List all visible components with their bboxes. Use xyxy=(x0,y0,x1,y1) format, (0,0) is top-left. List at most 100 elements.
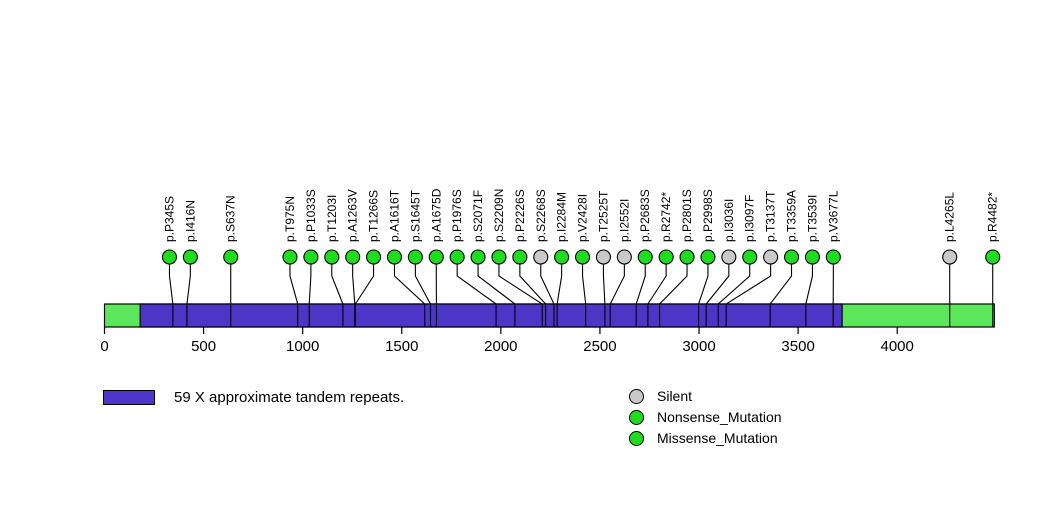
mutation-label: p.T2525T xyxy=(596,190,610,242)
lollipop-stem xyxy=(331,263,344,327)
axis-tick-label: 3000 xyxy=(682,338,715,355)
mutation-label: p.S1645T xyxy=(408,189,422,242)
lollipop-stem xyxy=(186,263,191,327)
mutation-label: p.S2071F xyxy=(471,190,485,242)
mutation-label: p.T1266S xyxy=(367,190,381,242)
domain-legend-swatch xyxy=(103,390,155,405)
mutation-point xyxy=(428,249,444,265)
lollipop-stem xyxy=(647,263,667,327)
mutation-point xyxy=(533,249,549,265)
mutation-label: p.R2742* xyxy=(659,192,673,242)
mutation-point xyxy=(763,249,779,265)
mutation-point xyxy=(366,249,382,265)
lollipop-stem xyxy=(168,263,174,327)
lollipop-stem xyxy=(698,263,709,327)
legend-item-missense: Missense_Mutation xyxy=(629,430,782,446)
lollipop-stem xyxy=(705,263,730,327)
legend-item-label: Missense_Mutation xyxy=(657,430,778,446)
mutation-point xyxy=(282,249,298,265)
mutation-label: p.R4482* xyxy=(986,192,1000,242)
mutation-point xyxy=(554,249,570,265)
lollipop-stem xyxy=(393,263,426,327)
mutation-label: p.P1033S xyxy=(304,189,318,242)
axis-tick-label: 1500 xyxy=(385,338,418,355)
mutation-point xyxy=(595,249,611,265)
mutation-point xyxy=(182,249,198,265)
mutation-point xyxy=(700,249,716,265)
mutation-label: p.I416N xyxy=(183,200,197,242)
mutation-point xyxy=(721,249,737,265)
lollipop-stem xyxy=(602,263,606,327)
mutation-label: p.V2428I xyxy=(576,194,590,242)
mutation-point xyxy=(679,249,695,265)
mutation-label: p.I2552I xyxy=(617,199,631,242)
lollipop-stem xyxy=(289,263,299,327)
mutation-point xyxy=(825,249,841,265)
mutation-label: p.P2801S xyxy=(680,189,694,242)
mutation-point xyxy=(386,249,403,265)
axis-tick-label: 2000 xyxy=(484,338,517,355)
lollipop-stem xyxy=(354,263,375,327)
mutation-label: p.A1675D xyxy=(429,188,443,242)
mutation-label: p.P345S xyxy=(162,196,176,242)
lollipop-stem xyxy=(717,263,751,327)
lollipop-stem xyxy=(414,263,432,327)
legend-item-silent: Silent xyxy=(629,388,782,404)
mutation-point xyxy=(345,249,361,265)
nonsense-legend-dot-icon xyxy=(629,409,644,425)
axis-tick-label: 500 xyxy=(191,338,216,355)
axis-tick-label: 2500 xyxy=(583,338,616,355)
legend-item-label: Silent xyxy=(657,388,693,404)
lollipop-stem xyxy=(659,263,688,327)
mutation-point xyxy=(574,249,591,265)
mutation-point xyxy=(804,249,820,265)
mutation-label: p.P1976S xyxy=(450,189,464,242)
lollipop-stem xyxy=(477,263,516,327)
mutation-point xyxy=(637,249,653,265)
mutation-label: p.S637N xyxy=(224,195,238,242)
mutation-point xyxy=(303,249,319,265)
legend-item-nonsense: Nonsense_Mutation xyxy=(629,409,782,425)
mutation-point xyxy=(491,249,507,265)
mutation-point xyxy=(658,249,674,265)
mutation-point xyxy=(616,249,632,265)
lollipop-stem xyxy=(769,263,793,327)
missense-legend-dot-icon xyxy=(629,430,644,446)
mutation-label: p.P2226S xyxy=(513,189,527,242)
mutation-point xyxy=(161,249,178,265)
mutation-point xyxy=(512,249,528,265)
mutation-label: p.I3097F xyxy=(743,195,757,242)
mutation-point xyxy=(783,249,800,265)
mutation-label: p.T3359A xyxy=(785,190,799,242)
domain-tandem-repeats xyxy=(139,303,843,328)
lollipop-stem xyxy=(456,263,497,327)
lollipop-stem xyxy=(609,263,625,327)
mutation-label: p.A1263V xyxy=(346,189,360,242)
domain-legend: 59 X approximate tandem repeats. xyxy=(103,389,404,406)
axis-tick-label: 3500 xyxy=(781,338,814,355)
mutation-label: p.I3036I xyxy=(722,199,736,242)
lollipop-stem xyxy=(308,263,312,327)
mutation-label: p.P2998S xyxy=(701,189,715,242)
mutation-label: p.I2284M xyxy=(555,192,569,242)
mutation-point xyxy=(407,249,423,265)
mutation-label: p.T3137T xyxy=(764,190,778,242)
lollipop-stem xyxy=(540,263,555,327)
mutation-label: p.V3677L xyxy=(826,190,840,242)
lollipop-stem xyxy=(725,263,772,327)
mutation-label: p.L4265L xyxy=(943,192,957,242)
mutation-label: p.P2683S xyxy=(638,189,652,242)
mutation-point xyxy=(223,249,239,265)
lollipop-stem xyxy=(805,263,813,327)
mutation-point xyxy=(942,249,958,265)
axis-tick-label: 4000 xyxy=(881,338,914,355)
lollipop-stem xyxy=(352,263,356,327)
mutation-label: p.T975N xyxy=(283,196,297,242)
axis-tick-label: 1000 xyxy=(286,338,319,355)
mutation-type-legend: Silent Nonsense_Mutation Missense_Mutati… xyxy=(629,388,782,451)
mutation-point xyxy=(742,249,758,265)
lollipop-stem xyxy=(635,263,646,327)
mutation-label: p.S2268S xyxy=(534,189,548,242)
silent-legend-dot-icon xyxy=(629,388,644,404)
lollipop-stem xyxy=(519,263,547,327)
